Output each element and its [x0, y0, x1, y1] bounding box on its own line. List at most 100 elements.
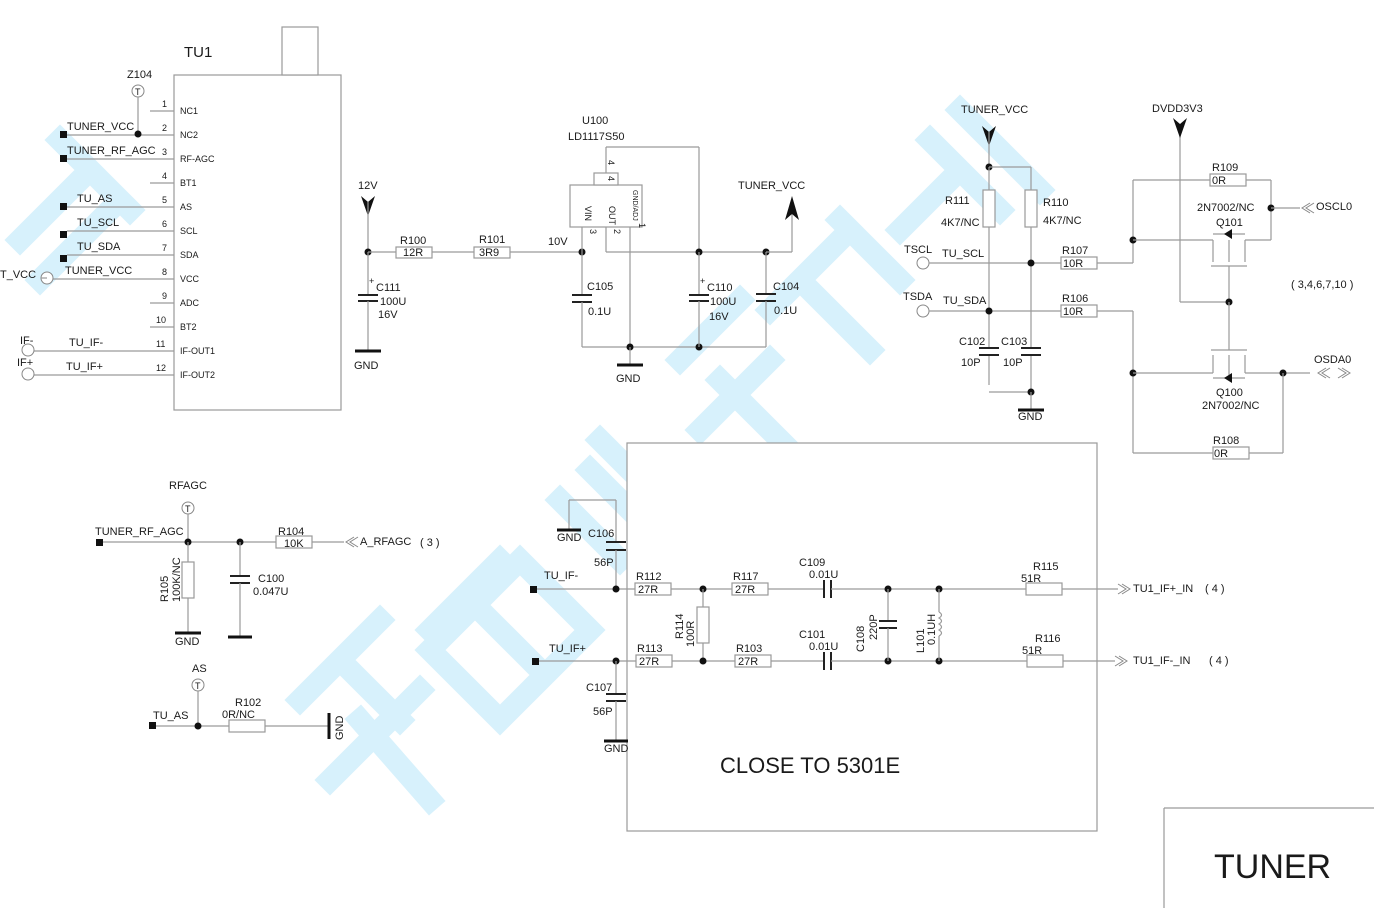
- q100-mosfet-icon[interactable]: [1133, 349, 1310, 383]
- gnd-label: GND: [604, 743, 629, 755]
- svg-text:2: 2: [612, 229, 622, 234]
- c105-val: 0.1U: [588, 306, 611, 318]
- tu-scl-label: TU_SCL: [942, 248, 984, 260]
- r114-ref: R114: [674, 614, 686, 639]
- port-square-icon: [60, 203, 67, 210]
- pin-number: 10: [156, 315, 166, 325]
- r100-val: 12R: [403, 247, 423, 259]
- tsda-label: TSDA: [903, 291, 933, 303]
- c103-val: 10P: [1003, 357, 1023, 369]
- r111-val: 4K7/NC: [941, 217, 980, 229]
- c100-ref: C100: [258, 573, 284, 585]
- r107-val: 10R: [1063, 258, 1083, 270]
- z104-label: Z104: [127, 69, 152, 81]
- regulator-section: 12V R100 12R R101 3R9 10V + C111 100U 16…: [354, 115, 805, 385]
- r100-ref: R100: [400, 235, 426, 247]
- pin-net-label: TU_IF+: [66, 361, 103, 373]
- offpage-connector-icon[interactable]: [21, 367, 35, 381]
- gnd-label: GND: [557, 532, 582, 544]
- if-filter-section: CLOSE TO 5301E GND C106 56P TU_IF- R112 …: [530, 442, 1229, 832]
- r105-resistor[interactable]: [181, 561, 195, 599]
- r110-resistor[interactable]: [1024, 189, 1038, 228]
- r104-ref: R104: [278, 526, 304, 538]
- c104-ref: C104: [773, 281, 799, 293]
- r114-resistor[interactable]: [696, 606, 710, 644]
- r102-val: 0R/NC: [222, 709, 255, 721]
- offpage-connector-icon[interactable]: [21, 343, 35, 357]
- r106-ref: R106: [1062, 293, 1088, 305]
- rail-tuner-vcc-label: TUNER_VCC: [961, 104, 1028, 116]
- rail-tuner-vcc-label: TUNER_VCC: [738, 180, 805, 192]
- r115-ref: R115: [1033, 561, 1058, 573]
- port-square-icon: [60, 231, 67, 238]
- svg-text:OUT: OUT: [607, 206, 617, 226]
- l101-val: 0.1UH: [926, 614, 938, 645]
- c107-val: 56P: [593, 706, 613, 718]
- offpage-chevron-icon: [1114, 655, 1128, 667]
- svg-text:1: 1: [637, 223, 647, 228]
- offpage-connector-icon[interactable]: [916, 304, 930, 318]
- rfagc-tp-label: RFAGC: [169, 480, 207, 492]
- r101-ref: R101: [479, 234, 505, 246]
- close-to-5301e-box: [626, 442, 1098, 832]
- tu-as-label: TU_AS: [153, 710, 188, 722]
- q100-part: 2N7002/NC: [1202, 400, 1260, 412]
- c108-ref: C108: [855, 626, 867, 652]
- port-square-icon: [532, 658, 539, 665]
- offpage-chevron-icon: [1117, 583, 1131, 595]
- r108-val: 0R: [1214, 448, 1228, 460]
- offpage-connector-icon[interactable]: [916, 256, 930, 270]
- c106-ref: C106: [588, 528, 614, 540]
- r103-ref: R103: [736, 643, 762, 655]
- r117-ref: R117: [733, 571, 758, 583]
- tp-glyph: T: [135, 87, 141, 97]
- as-tp-label: AS: [192, 663, 207, 675]
- r102-resistor[interactable]: [228, 719, 266, 733]
- q101-mosfet-icon[interactable]: [1133, 229, 1271, 302]
- l101-inductor-icon[interactable]: [937, 611, 943, 637]
- tuner-rf-connector: [281, 26, 319, 76]
- junction: [134, 130, 142, 138]
- tuner-rf-agc-label: TUNER_RF_AGC: [95, 526, 184, 538]
- pin-net-label: TU_SDA: [77, 241, 121, 253]
- sheet-title: TUNER: [1214, 848, 1331, 886]
- c108-val: 220P: [868, 614, 880, 640]
- port-square-icon: [60, 255, 67, 262]
- title-block: TUNER: [1163, 807, 1374, 908]
- r110-val: 4K7/NC: [1043, 215, 1082, 227]
- port-square-icon: [96, 539, 103, 546]
- svg-text:4: 4: [606, 160, 616, 165]
- r114-val: 100R: [685, 621, 697, 647]
- c100-val: 0.047U: [253, 586, 289, 598]
- r116-val: 51R: [1022, 645, 1042, 657]
- r111-resistor[interactable]: [982, 189, 996, 228]
- tu-if-plus-label: TU_IF+: [549, 643, 586, 655]
- sheet-refs: ( 3,4,6,7,10 ): [1291, 279, 1353, 291]
- u100-ref: U100: [582, 115, 608, 127]
- rail-dvdd3v3-label: DVDD3V3: [1152, 103, 1203, 115]
- pin-name: AS: [180, 202, 192, 212]
- net-10v-label: 10V: [548, 236, 568, 248]
- rail-12v-label: 12V: [358, 180, 378, 192]
- as-section: AS T TU_AS R102 0R/NC GND: [149, 663, 346, 740]
- tuner-tu1[interactable]: TU1 1NC12NC2TUNER_VCC3RF-AGCTUNER_RF_AGC…: [0, 26, 342, 411]
- polarity-plus-icon: +: [700, 276, 705, 286]
- r109-val: 0R: [1212, 175, 1226, 187]
- pin-number: 2: [162, 123, 167, 133]
- power-arrow-up-icon: [785, 196, 799, 220]
- offpage-chevron-icon: [345, 536, 359, 548]
